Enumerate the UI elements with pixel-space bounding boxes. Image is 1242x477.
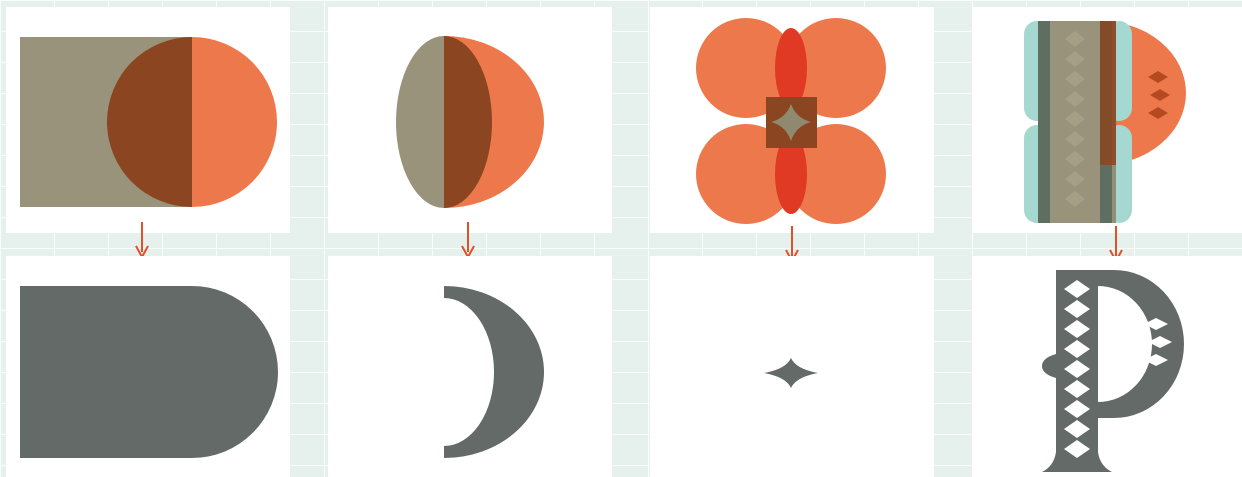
- union-result-figure: [6, 256, 290, 477]
- panel-subtract-result: [328, 256, 612, 477]
- panel-compose-result: [972, 256, 1242, 477]
- panel-subtract-inputs: [328, 7, 612, 233]
- compose-result-figure: [972, 256, 1242, 477]
- bowl-overlap-edge: [1100, 21, 1116, 165]
- panel-intersect-result: [650, 256, 934, 477]
- intersect-result-figure: [650, 256, 934, 477]
- down-arrow-icon: [461, 222, 475, 258]
- stem-diamond-cutouts: [1064, 280, 1090, 458]
- panel-compose-inputs: [972, 7, 1242, 233]
- subtract-inputs-figure: [328, 7, 612, 233]
- compose-inputs-figure: [972, 7, 1242, 233]
- stem-band-left: [1038, 21, 1050, 223]
- intersect-inputs-figure: [650, 7, 934, 233]
- ornamental-letter-p: [1042, 270, 1184, 472]
- stem-diamond-chain: [1065, 31, 1085, 207]
- crescent-shape: [444, 286, 544, 458]
- union-inputs-figure: [6, 7, 290, 233]
- subtract-result-figure: [328, 256, 612, 477]
- down-arrow-icon: [135, 222, 149, 258]
- orange-circle-right-half: [192, 37, 277, 207]
- panel-intersect-inputs: [650, 7, 934, 233]
- red-overlap-top: [775, 28, 807, 108]
- panel-union-inputs: [6, 7, 290, 233]
- rounded-rectangle-shape: [20, 286, 278, 458]
- panel-union-result: [6, 256, 290, 477]
- four-point-star-shape: [764, 358, 818, 388]
